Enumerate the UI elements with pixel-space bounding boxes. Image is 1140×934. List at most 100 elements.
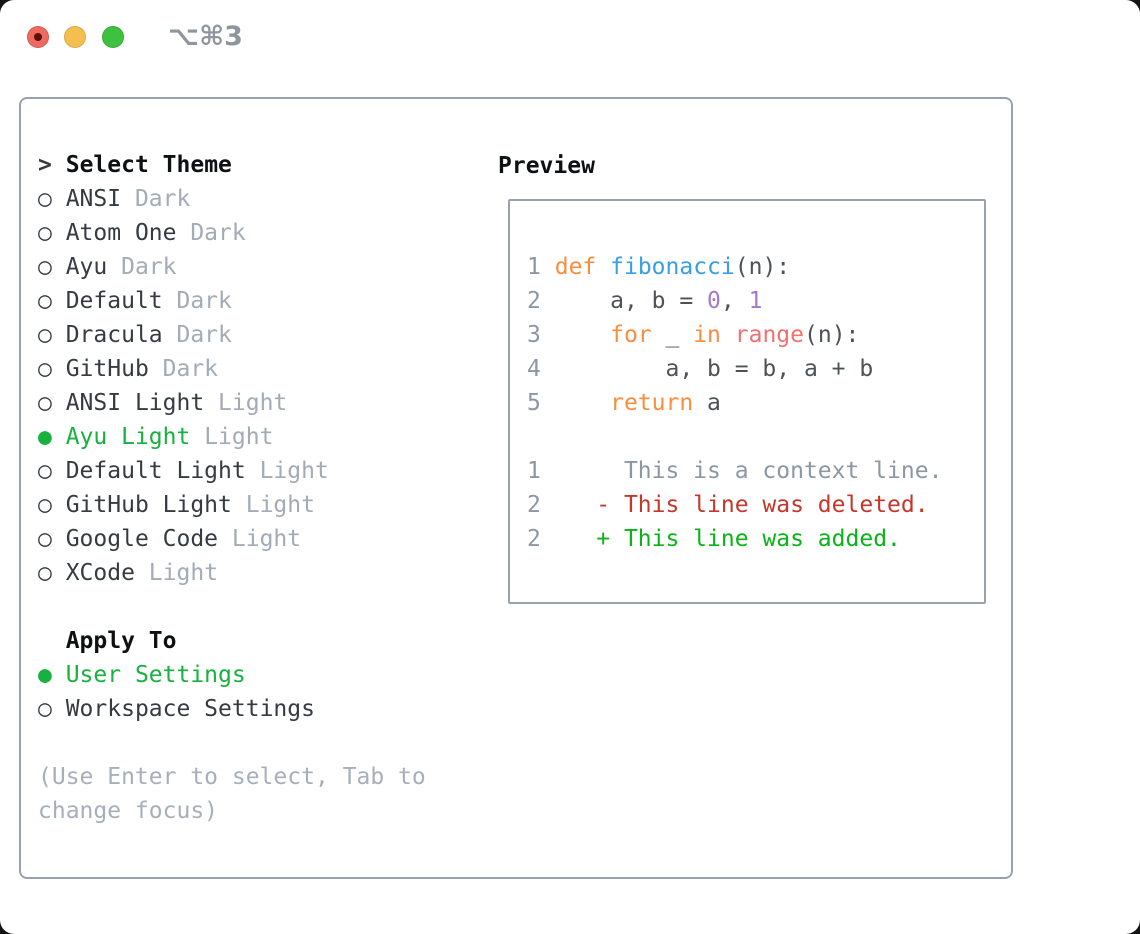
theme-name: Default [51,288,163,314]
apply-option-user-settings[interactable]: ● User Settings [38,658,315,692]
theme-item-dracula[interactable]: ○ Dracula Dark [38,318,329,352]
code-line: 5 return a [527,386,942,420]
line-number: 2 [527,492,541,518]
code-segment: range [734,322,805,348]
theme-variant-tag: Dark [176,220,246,246]
focus-caret-icon: > [38,152,52,178]
theme-name: ANSI [51,186,122,212]
code-segment: a, b = b, a + b [540,356,874,382]
diff-line-context: 1 This is a context line. [527,454,942,488]
code-segment: return [610,390,694,416]
theme-item-ayu-light[interactable]: ● Ayu Light Light [38,420,329,454]
theme-name: Google Code [51,526,219,552]
theme-list: ○ ANSI Dark○ Atom One Dark○ Ayu Dark○ De… [38,182,329,590]
theme-variant-tag: Dark [162,288,232,314]
theme-name: ANSI Light [51,390,205,416]
theme-variant-tag: Light [190,424,274,450]
theme-item-default[interactable]: ○ Default Dark [38,284,329,318]
theme-variant-tag: Light [245,458,329,484]
theme-item-ansi-light[interactable]: ○ ANSI Light Light [38,386,329,420]
diff-added-text: + This line was added. [540,526,901,552]
apply-to-section: Apply To ● User Settings○ Workspace Sett… [38,624,315,726]
theme-item-ansi[interactable]: ○ ANSI Dark [38,182,329,216]
theme-name: Ayu Light [51,424,191,450]
radio-unselected-icon: ○ [38,390,52,416]
theme-item-google-code[interactable]: ○ Google Code Light [38,522,329,556]
apply-to-header-label: Apply To [65,628,177,654]
radio-selected-icon: ● [38,662,52,688]
theme-item-default-light[interactable]: ○ Default Light Light [38,454,329,488]
line-number: 5 [527,390,541,416]
theme-name: Atom One [51,220,177,246]
line-number: 3 [527,322,541,348]
code-segment [596,254,610,280]
close-button[interactable] [27,26,49,48]
theme-name: XCode [51,560,135,586]
radio-unselected-icon: ○ [38,560,52,586]
code-line: 3 for _ in range(n): [527,318,942,352]
theme-item-github-light[interactable]: ○ GitHub Light Light [38,488,329,522]
theme-item-atom-one[interactable]: ○ Atom One Dark [38,216,329,250]
code-segment [541,322,610,348]
theme-variant-tag: Dark [162,322,232,348]
apply-to-header: Apply To [38,624,315,658]
titlebar: ⌥⌘3 [0,0,1140,70]
code-segment: in [693,322,721,348]
code-segment [541,390,610,416]
apply-option-workspace-settings[interactable]: ○ Workspace Settings [38,692,315,726]
line-number: 4 [527,356,541,382]
apply-option-label: User Settings [51,662,246,688]
code-line: 2 a, b = 0, 1 [527,284,942,318]
theme-variant-tag: Light [134,560,219,586]
line-number: 2 [527,526,541,552]
theme-item-xcode[interactable]: ○ XCode Light [38,556,329,590]
zoom-button[interactable] [102,26,124,48]
theme-item-ayu[interactable]: ○ Ayu Dark [38,250,329,284]
window-title: ⌥⌘3 [168,21,243,52]
code-segment: a [693,390,721,416]
theme-name: Dracula [51,322,163,348]
radio-unselected-icon: ○ [38,322,52,348]
code-segment: 0 [707,288,721,314]
radio-unselected-icon: ○ [38,254,52,280]
theme-variant-tag: Dark [148,356,219,382]
theme-picker-panel: > Select Theme ○ ANSI Dark○ Atom One Dar… [19,97,1013,879]
theme-variant-tag: Light [218,526,302,552]
diff-deleted-text: - This line was deleted. [540,492,929,518]
code-segment: def [554,254,597,280]
theme-name: GitHub Light [51,492,232,518]
code-segment [721,322,735,348]
theme-variant-tag: Dark [107,254,177,280]
code-segment: _ [651,322,694,348]
code-segment: (n): [734,254,791,280]
radio-unselected-icon: ○ [38,186,52,212]
theme-variant-tag: Light [231,492,315,518]
apply-to-list: ● User Settings○ Workspace Settings [38,658,315,726]
theme-item-github[interactable]: ○ GitHub Dark [38,352,329,386]
theme-list-column: > Select Theme ○ ANSI Dark○ Atom One Dar… [38,148,329,590]
radio-unselected-icon: ○ [38,458,52,484]
code-segment: , [720,288,749,314]
line-number: 2 [527,288,541,314]
radio-unselected-icon: ○ [38,696,52,722]
radio-unselected-icon: ○ [38,526,52,552]
code-segment: fibonacci [610,254,735,280]
radio-selected-icon: ● [38,424,52,450]
theme-name: GitHub [51,356,149,382]
theme-name: Default Light [51,458,246,484]
diff-line-deleted: 2 - This line was deleted. [527,488,942,522]
code-segment [541,254,555,280]
minimize-button[interactable] [64,26,86,48]
preview-header: Preview [498,153,595,179]
radio-unselected-icon: ○ [38,356,52,382]
theme-variant-tag: Dark [121,186,191,212]
code-segment: a, b = [540,288,708,314]
select-theme-header-label: Select Theme [65,152,232,178]
code-line: 4 a, b = b, a + b [527,352,942,386]
diff-line-added: 2 + This line was added. [527,522,942,556]
code-segment: 1 [748,288,763,314]
